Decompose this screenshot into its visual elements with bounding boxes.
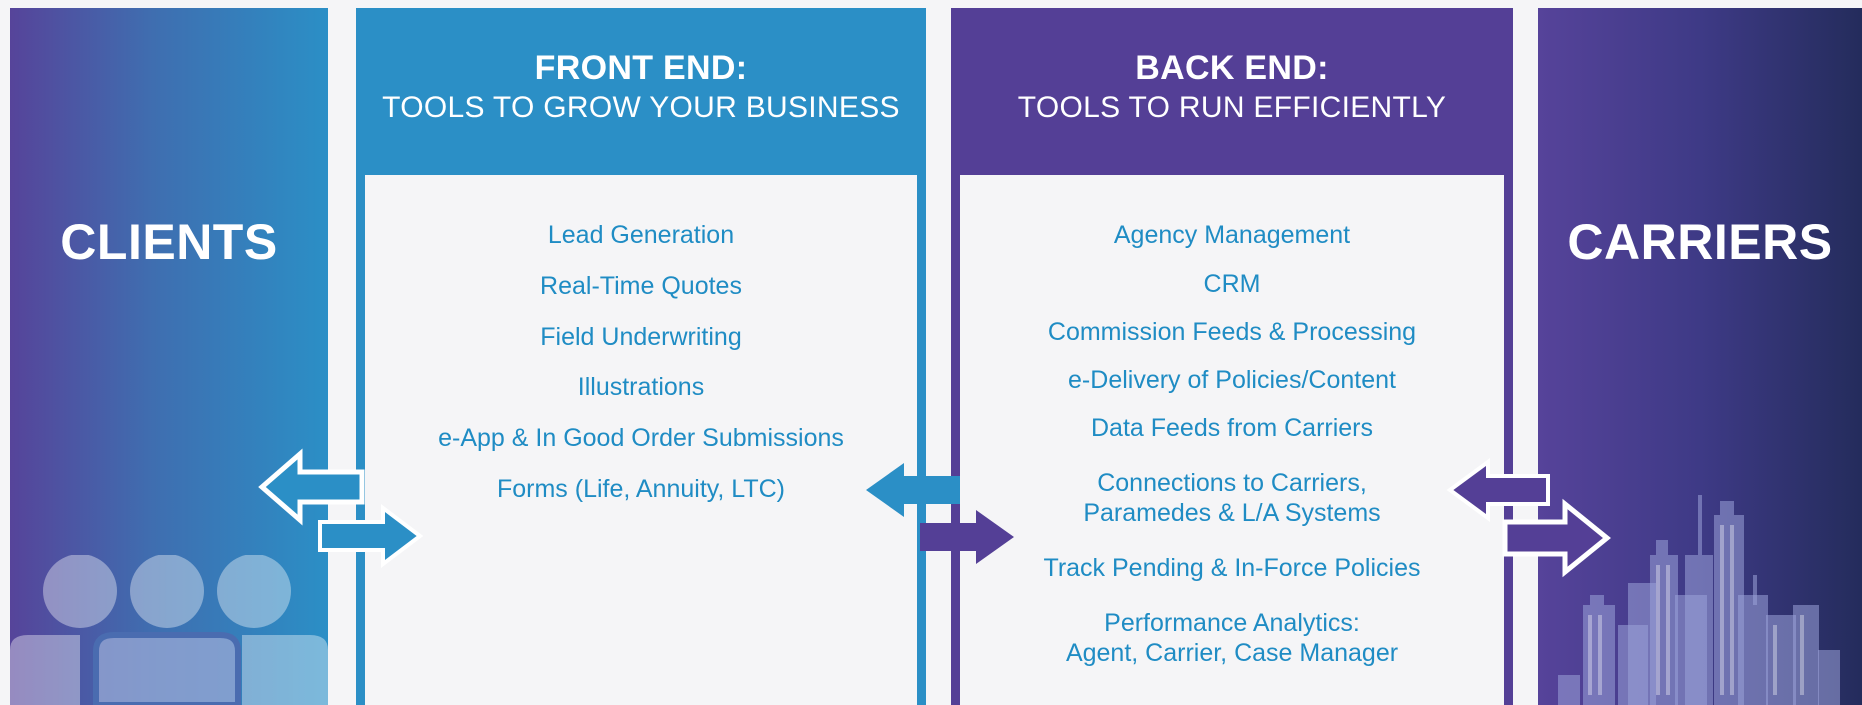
front-end-panel: FRONT END: TOOLS TO GROW YOUR BUSINESS L… [356,8,926,705]
list-item: e-App & In Good Order Submissions [438,424,844,452]
list-item: Connections to Carriers, [1097,469,1367,497]
list-item: CRM [1203,270,1261,298]
front-end-subheading: TOOLS TO GROW YOUR BUSINESS [382,91,900,124]
list-item: Illustrations [577,373,705,401]
list-item: Track Pending & In-Force Policies [1043,554,1421,582]
clients-title: CLIENTS [60,214,278,270]
front-end-header: FRONT END: TOOLS TO GROW YOUR BUSINESS [356,48,926,128]
list-item: Field Underwriting [540,323,742,351]
people-icon [10,555,328,705]
list-item: Real-Time Quotes [540,272,742,300]
list-item: Agent, Carrier, Case Manager [1065,639,1399,667]
city-skyline-icon [1558,495,1840,705]
carriers-title: CARRIERS [1567,214,1833,270]
list-item: Lead Generation [547,221,735,249]
list-item: Forms (Life, Annuity, LTC) [496,475,786,503]
back-end-subheading: TOOLS TO RUN EFFICIENTLY [1017,91,1447,124]
arrow-right-icon [1502,498,1611,578]
clients-column: CLIENTS [10,8,328,705]
list-item: Commission Feeds & Processing [1047,318,1417,346]
arrow-right-icon [318,503,424,569]
back-end-list: Agency Management CRM Commission Feeds &… [960,175,1504,705]
arrow-left-icon [258,448,365,526]
list-item: Performance Analytics: [1104,609,1360,637]
list-item: e-Delivery of Policies/Content [1068,366,1396,394]
list-item: Data Feeds from Carriers [1090,414,1374,442]
front-end-list: Lead Generation Real-Time Quotes Field U… [365,175,917,705]
arrow-left-icon [866,463,960,517]
arrow-right-icon [920,510,1014,564]
arrow-left-icon [1446,458,1550,522]
back-end-heading: BACK END: [1135,49,1329,87]
front-end-heading: FRONT END: [534,49,748,87]
list-item: Paramedes & L/A Systems [1083,499,1381,527]
list-item: Agency Management [1113,221,1351,249]
back-end-header: BACK END: TOOLS TO RUN EFFICIENTLY [951,48,1513,128]
back-end-panel: BACK END: TOOLS TO RUN EFFICIENTLY Agenc… [951,8,1513,705]
carriers-column: CARRIERS [1538,8,1862,705]
